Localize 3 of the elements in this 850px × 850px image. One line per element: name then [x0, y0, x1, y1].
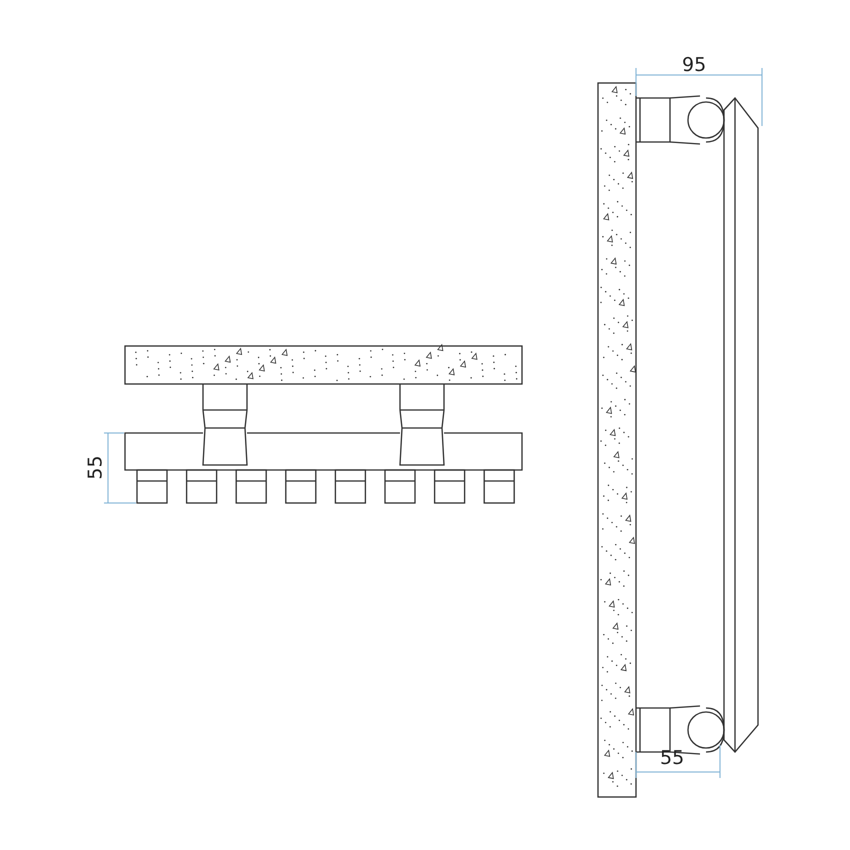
dimension-value: 55: [660, 749, 684, 768]
dimension-value: 95: [682, 56, 706, 75]
dimension-value: 55: [86, 455, 106, 480]
